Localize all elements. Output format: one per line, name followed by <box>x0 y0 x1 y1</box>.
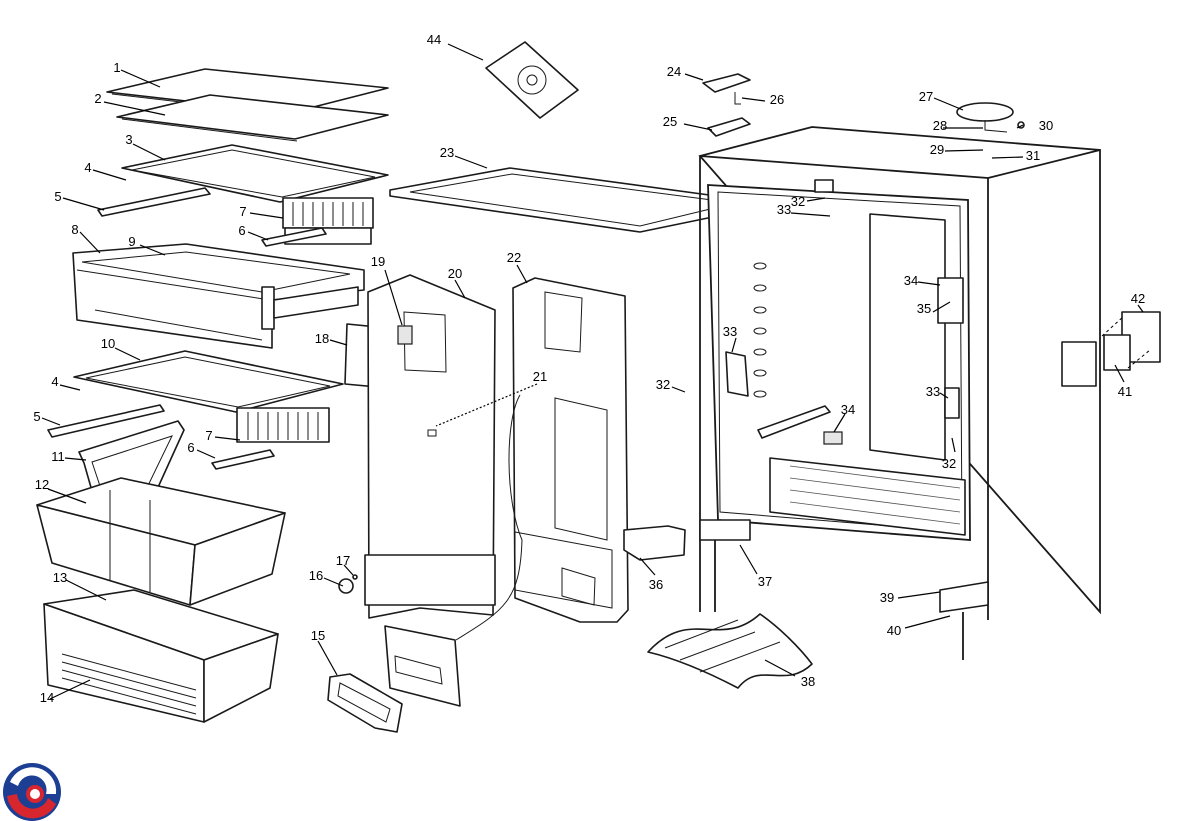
callout-c19: 19 <box>371 254 385 269</box>
callout-c6b: 6 <box>187 440 194 455</box>
callout-c13: 13 <box>53 570 67 585</box>
callout-c37: 37 <box>758 574 772 589</box>
callout-c2: 2 <box>94 91 101 106</box>
knob-16-17 <box>338 574 358 594</box>
drawer-8-9 <box>72 243 365 349</box>
glass-shelf-2 <box>116 94 389 142</box>
bracket-36 <box>623 525 686 561</box>
callout-c3: 3 <box>125 132 132 147</box>
evaporator-cover-20 <box>364 274 496 707</box>
callout-c38: 38 <box>801 674 815 689</box>
shelf-frame-3 <box>121 144 389 245</box>
leader-lines <box>41 43 1144 700</box>
callout-c21: 21 <box>533 369 547 384</box>
callout-c22: 22 <box>507 250 521 265</box>
cover-15 <box>327 673 403 733</box>
shelf-frame-10 <box>47 350 344 470</box>
callout-c44: 44 <box>427 32 441 47</box>
floor-mat-38 <box>647 613 813 689</box>
bracket-24-25-26 <box>702 73 751 137</box>
callout-c30: 30 <box>1039 118 1053 133</box>
callout-c36: 36 <box>649 577 663 592</box>
callout-c33b: 33 <box>723 324 737 339</box>
parts-artwork <box>36 41 1161 733</box>
slide-rails-top <box>97 187 327 247</box>
callout-c24: 24 <box>667 64 681 79</box>
callout-c26: 26 <box>770 92 784 107</box>
callout-c4a: 4 <box>84 160 91 175</box>
callout-c33a: 33 <box>777 202 791 217</box>
callout-c27: 27 <box>919 89 933 104</box>
callout-c12: 12 <box>35 477 49 492</box>
callout-c34b: 34 <box>841 402 855 417</box>
callout-c23: 23 <box>440 145 454 160</box>
cabinet-body <box>698 126 1101 660</box>
callout-c15: 15 <box>311 628 325 643</box>
top-plate-23 <box>389 167 747 233</box>
callout-c5a: 5 <box>54 189 61 204</box>
crisper-bin-12 <box>36 477 286 606</box>
callout-c16: 16 <box>309 568 323 583</box>
callout-c9: 9 <box>128 234 135 249</box>
callout-c31: 31 <box>1026 148 1040 163</box>
callout-c17: 17 <box>336 553 350 568</box>
callout-c39: 39 <box>880 590 894 605</box>
callout-c33c: 33 <box>926 384 940 399</box>
callout-c5b: 5 <box>33 409 40 424</box>
panels-41-42 <box>1061 311 1161 387</box>
callout-c11: 11 <box>51 449 65 464</box>
callout-c7a: 7 <box>239 204 246 219</box>
callout-c20: 20 <box>448 266 462 281</box>
callout-c34a: 34 <box>904 273 918 288</box>
callout-labels: 1234567891045761112131415161718192021222… <box>33 32 1145 705</box>
callout-c29: 29 <box>930 142 944 157</box>
callout-c14: 14 <box>40 690 54 705</box>
callout-c28: 28 <box>933 118 947 133</box>
callout-c32b: 32 <box>656 377 670 392</box>
air-duct-22 <box>512 277 629 623</box>
callout-c32c: 32 <box>942 456 956 471</box>
callout-c1: 1 <box>113 60 120 75</box>
callout-c7b: 7 <box>205 428 212 443</box>
callout-c40: 40 <box>887 623 901 638</box>
callout-c10: 10 <box>101 336 115 351</box>
door-shelf-tabs <box>753 262 767 398</box>
callout-c35: 35 <box>917 301 931 316</box>
callout-c42: 42 <box>1131 291 1145 306</box>
brand-logo <box>3 763 61 821</box>
callout-c6a: 6 <box>238 223 245 238</box>
callout-c4b: 4 <box>51 374 58 389</box>
callout-c25: 25 <box>663 114 677 129</box>
callout-c32a: 32 <box>791 194 805 209</box>
fan-plate-44 <box>485 41 579 119</box>
callout-c8: 8 <box>71 222 78 237</box>
callout-c18: 18 <box>315 331 329 346</box>
callout-c41: 41 <box>1118 384 1132 399</box>
bottom-drawer-13-14 <box>43 589 279 723</box>
